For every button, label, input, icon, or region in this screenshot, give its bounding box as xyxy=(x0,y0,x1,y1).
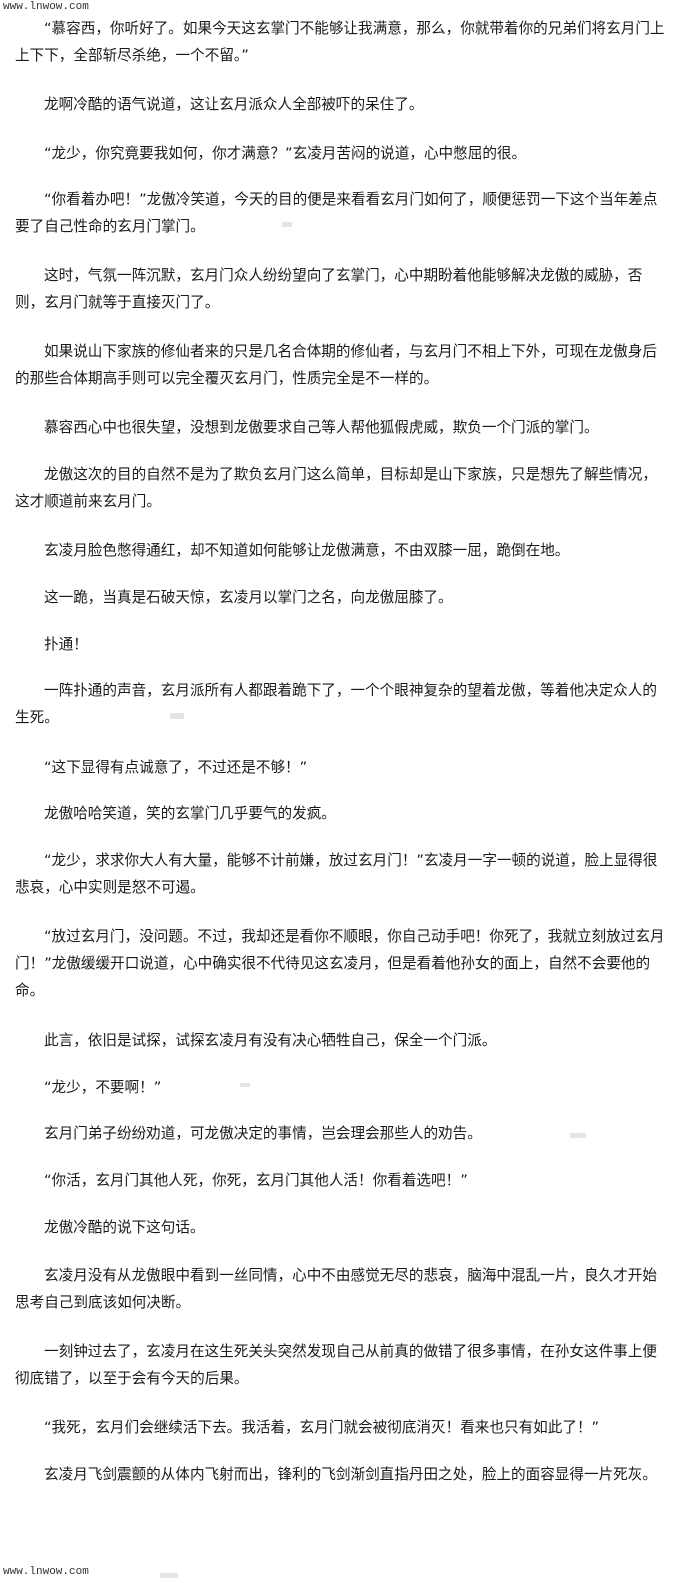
paragraph: “你活，玄月门其他人死，你死，玄月门其他人活！你看着选吧！” xyxy=(44,1172,468,1189)
paragraph: “慕容西，你听好了。如果今天这玄掌门不能够让我满意，那么，你就带着你的兄弟们将玄… xyxy=(15,20,665,64)
scan-noise xyxy=(160,1573,178,1578)
paragraph: 扑通！ xyxy=(44,636,88,653)
site-watermark-header: www.lnwow.com xyxy=(3,1,89,13)
paragraph: “你看着办吧！”龙傲冷笑道，今天的目的便是来看看玄月门如何了，顺便惩罚一下这个当… xyxy=(15,191,658,235)
paragraph: “我死，玄月们会继续活下去。我活着，玄月门就会被彻底消灭！看来也只有如此了！” xyxy=(44,1419,600,1436)
paragraph: 慕容西心中也很失望，没想到龙傲要求自己等人帮他狐假虎威，欺负一个门派的掌门。 xyxy=(44,419,599,436)
paragraph: 如果说山下家族的修仙者来的只是几名合体期的修仙者，与玄月门不相上下外，可现在龙傲… xyxy=(15,343,657,387)
paragraph: “这下显得有点诚意了，不过还是不够！” xyxy=(44,759,308,776)
paragraph: 龙傲冷酷的说下这句话。 xyxy=(44,1219,205,1236)
paragraph: 玄月门弟子纷纷劝道，可龙傲决定的事情，岂会理会那些人的劝告。 xyxy=(44,1125,482,1142)
site-watermark-footer: www.lnwow.com xyxy=(3,1566,89,1578)
paragraph: 这时，气氛一阵沉默，玄月门众人纷纷望向了玄掌门，心中期盼着他能够解决龙傲的威胁，… xyxy=(15,267,643,311)
paragraph: 一阵扑通的声音，玄月派所有人都跟着跪下了，一个个眼神复杂的望着龙傲，等着他决定众… xyxy=(15,682,657,726)
paragraph: 一刻钟过去了，玄凌月在这生死关头突然发现自己从前真的做错了很多事情，在孙女这件事… xyxy=(15,1343,657,1387)
paragraph: 玄凌月脸色憋得通红，却不知道如何能够让龙傲满意，不由双膝一屈，跪倒在地。 xyxy=(44,542,570,559)
paragraph: 玄凌月没有从龙傲眼中看到一丝同情，心中不由感觉无尽的悲哀，脑海中混乱一片，良久才… xyxy=(15,1267,657,1311)
paragraph: 龙傲这次的目的自然不是为了欺负玄月门这么简单，目标却是山下家族，只是想先了解些情… xyxy=(15,466,657,510)
paragraph: 玄凌月飞剑震颤的从体内飞射而出，锋利的飞剑渐剑直指丹田之处，脸上的面容显得一片死… xyxy=(44,1466,657,1483)
paragraph: 龙啊冷酷的语气说道，这让玄月派众人全部被吓的呆住了。 xyxy=(44,96,424,113)
paragraph: 龙傲哈哈笑道，笑的玄掌门几乎要气的发疯。 xyxy=(44,805,336,822)
paragraph: “龙少，不要啊！” xyxy=(44,1079,162,1096)
paragraph: “放过玄月门，没问题。不过，我却还是看你不顺眼，你自己动手吧！你死了，我就立刻放… xyxy=(15,928,665,999)
scan-noise xyxy=(570,1133,586,1138)
scan-noise xyxy=(282,222,292,227)
scan-noise xyxy=(240,1083,250,1087)
paragraph: 此言，依旧是试探，试探玄凌月有没有决心牺牲自己，保全一个门派。 xyxy=(44,1032,497,1049)
scan-noise xyxy=(170,713,184,719)
paragraph: 这一跪，当真是石破天惊，玄凌月以掌门之名，向龙傲屈膝了。 xyxy=(44,589,453,606)
paragraph: “龙少，你究竟要我如何，你才满意？”玄凌月苦闷的说道，心中憋屈的很。 xyxy=(44,145,527,162)
paragraph: “龙少，求求你大人有大量，能够不计前嫌，放过玄月门！”玄凌月一字一顿的说道，脸上… xyxy=(15,852,658,896)
